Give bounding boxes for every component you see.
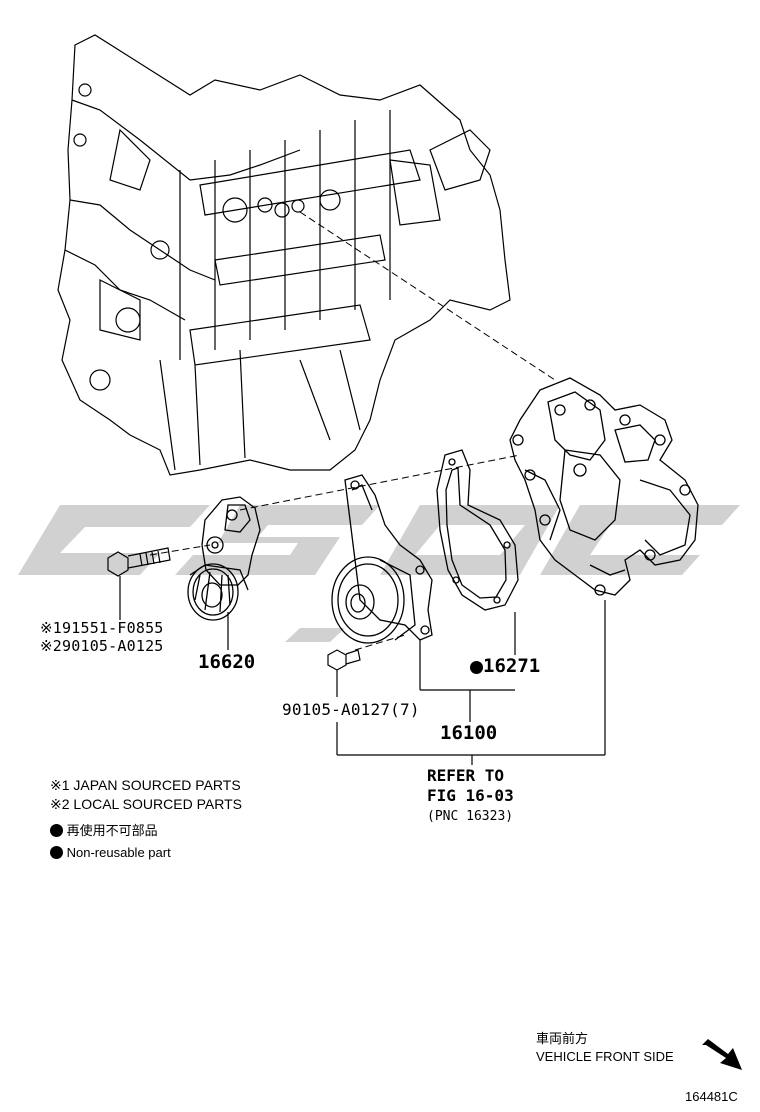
- short-bolt: [327, 649, 361, 671]
- non-reusable-dot-icon: [50, 846, 63, 859]
- long-bolt: [107, 547, 171, 577]
- non-reusable-dot-icon: [50, 824, 63, 837]
- engine-block: [57, 34, 511, 476]
- callout-bolt-japan: ※191551-F0855: [40, 619, 164, 637]
- gasket-part: [436, 449, 519, 611]
- callout-water-pump: 16100: [440, 722, 498, 744]
- callout-tensioner: 16620: [198, 651, 256, 673]
- orientation-en: VEHICLE FRONT SIDE: [536, 1049, 674, 1064]
- legend-note-1: ※1 JAPAN SOURCED PARTS: [50, 777, 241, 793]
- alignment-dashed-lines: [149, 211, 556, 651]
- legend-nonreuse-en: Non-reusable part: [50, 846, 171, 859]
- idler-pulley-bracket: [331, 474, 433, 644]
- watermark-logo: [18, 505, 740, 642]
- water-pump-housing: [509, 377, 699, 596]
- non-reusable-dot-icon: [470, 661, 483, 674]
- orientation-jp: 車両前方: [536, 1031, 589, 1046]
- callout-gasket: 16271: [470, 657, 540, 676]
- reference-line-1: REFER TO: [427, 766, 505, 785]
- legend-nonreuse-jp: 再使用不可部品: [50, 824, 158, 837]
- front-direction-arrow-icon: [702, 1039, 742, 1070]
- legend-nonreuse-en-text: Non-reusable part: [66, 845, 171, 860]
- leader-lines: [119, 576, 606, 765]
- legend-note-2: ※2 LOCAL SOURCED PARTS: [50, 796, 242, 812]
- figure-id: 164481C: [685, 1089, 738, 1104]
- callout-gasket-number: 16271: [483, 655, 541, 677]
- reference-line-3: (PNC 16323): [427, 809, 514, 824]
- callout-bolt-qty: 90105-A0127(7): [282, 700, 420, 719]
- reference-line-2: FIG 16-03: [427, 786, 514, 805]
- belt-tensioner: [187, 496, 261, 621]
- legend-nonreuse-jp-text: 再使用不可部品: [66, 823, 158, 838]
- callout-bolt-local: ※290105-A0125: [40, 637, 164, 655]
